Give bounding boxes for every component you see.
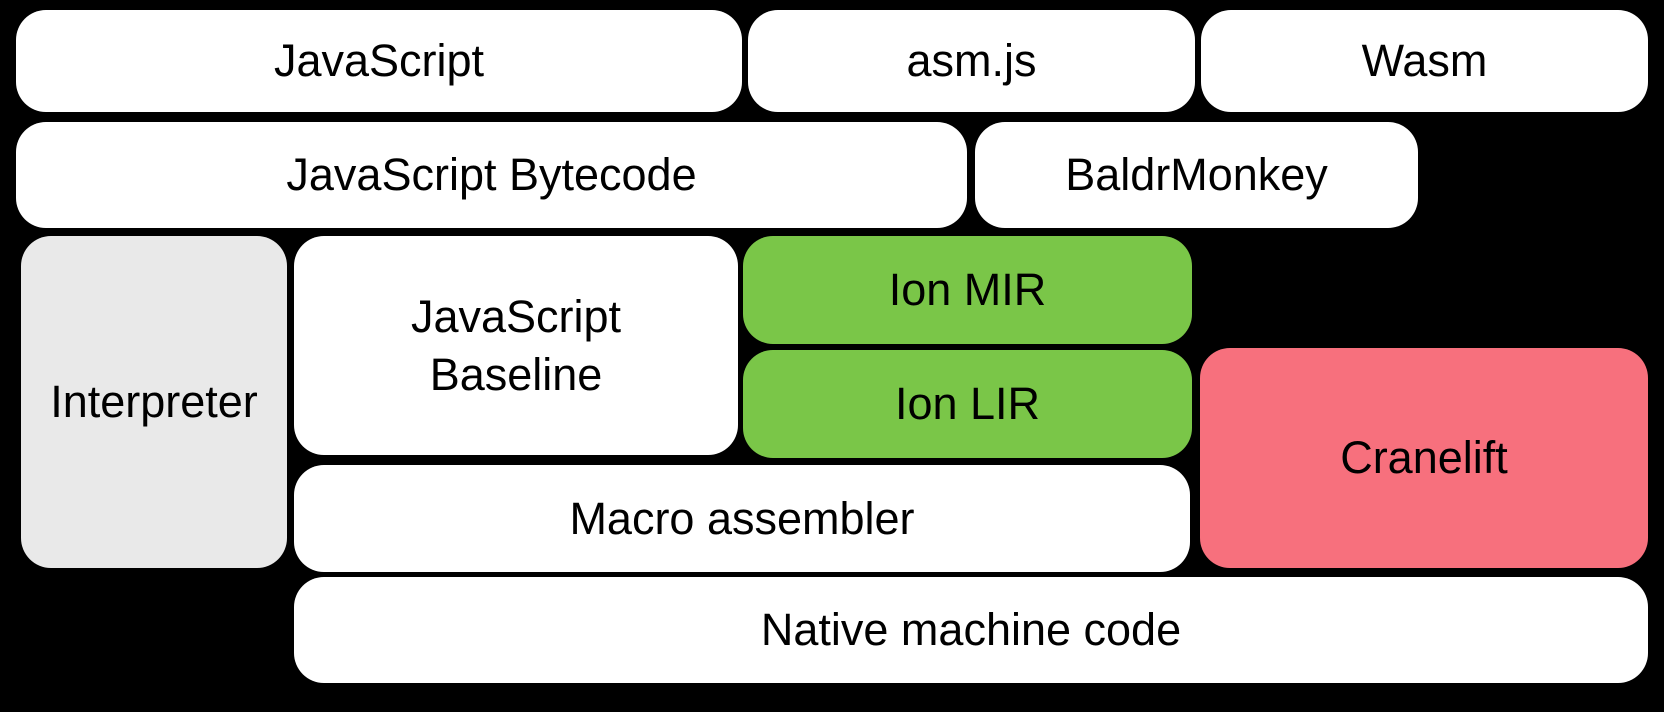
- node-javascript-baseline-line1: JavaScript: [410, 290, 622, 342]
- node-javascript: JavaScript: [16, 10, 742, 112]
- node-interpreter: Interpreter: [21, 236, 287, 568]
- node-native-machine-code: Native machine code: [294, 577, 1648, 683]
- node-asmjs: asm.js: [748, 10, 1195, 112]
- node-ion-mir: Ion MIR: [743, 236, 1192, 344]
- node-javascript-baseline-line2: Baseline: [429, 348, 603, 400]
- node-cranelift: Cranelift: [1200, 348, 1648, 568]
- node-wasm: Wasm: [1201, 10, 1648, 112]
- node-javascript-baseline: JavaScript Baseline: [294, 236, 738, 455]
- node-baldrmonkey: BaldrMonkey: [975, 122, 1418, 228]
- node-javascript-bytecode: JavaScript Bytecode: [16, 122, 967, 228]
- node-ion-lir: Ion LIR: [743, 350, 1192, 458]
- node-macro-assembler: Macro assembler: [294, 465, 1190, 572]
